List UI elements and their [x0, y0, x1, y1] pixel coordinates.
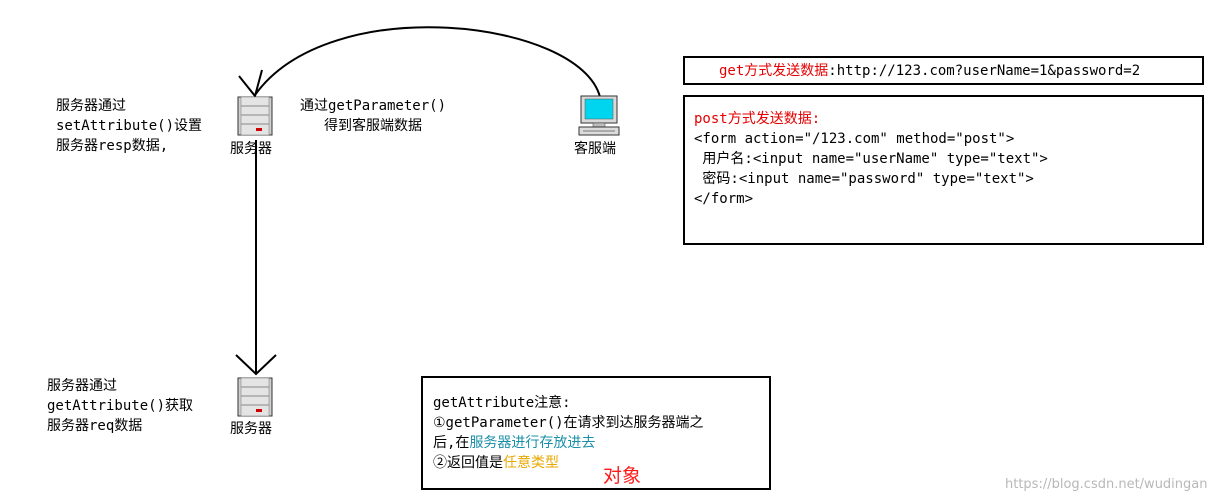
client-computer-icon: [578, 95, 620, 136]
curve-arrow-client-to-server: [254, 26, 601, 98]
server-bottom-icon: [237, 377, 273, 417]
server-top-label: 服务器: [230, 141, 272, 157]
curve-arrowhead: [238, 69, 263, 99]
note-line: 服务器通过: [56, 98, 126, 114]
post-method-title: post方式发送数据:: [694, 111, 821, 127]
note-line: 通过getParameter(): [300, 98, 447, 114]
notice-line-3: ②返回值是任意类型: [433, 453, 704, 473]
code-line: 密码:<input name="password" type="text">: [694, 171, 1034, 187]
note-line: 服务器req数据: [47, 418, 143, 434]
get-method-title: get方式发送数据: [719, 63, 829, 79]
notice-line-2: 后,在服务器进行存放进去: [433, 433, 704, 453]
notice-line-3-highlight: 任意类型: [503, 455, 559, 471]
get-attribute-note: 服务器通过 getAttribute()获取 服务器req数据: [47, 376, 193, 436]
get-method-box: get方式发送数据:http://123.com?userName=1&pass…: [683, 56, 1204, 85]
get-method-text: get方式发送数据:http://123.com?userName=1&pass…: [719, 61, 1140, 81]
note-line: 服务器resp数据,: [56, 138, 169, 154]
code-line: 用户名:<input name="userName" type="text">: [694, 151, 1048, 167]
notice-line-2-highlight: 服务器进行存放进去: [469, 435, 596, 451]
set-attribute-note: 服务器通过 setAttribute()设置 服务器resp数据,: [56, 96, 202, 156]
client-label: 客服端: [574, 141, 616, 157]
note-line: 服务器通过: [47, 378, 117, 394]
code-line: <form action="/123.com" method="post">: [694, 131, 1015, 147]
note-line: getAttribute()获取: [47, 398, 194, 414]
get-method-url: :http://123.com?userName=1&password=2: [828, 63, 1141, 79]
server-top-icon: [237, 96, 273, 136]
notice-title: getAttribute注意:: [433, 395, 571, 411]
note-line: 得到客服端数据: [324, 118, 422, 134]
notice-content: getAttribute注意: ①getParameter()在请求到达服务器端…: [433, 393, 704, 473]
post-method-box: post方式发送数据: <form action="/123.com" meth…: [683, 95, 1204, 245]
notice-line-1: ①getParameter()在请求到达服务器端之: [433, 415, 704, 431]
code-line: </form>: [694, 191, 754, 207]
notice-line-2-prefix: 后,在: [433, 435, 470, 451]
post-method-content: post方式发送数据: <form action="/123.com" meth…: [694, 109, 1048, 209]
object-annotation: 对象: [603, 465, 642, 487]
get-attribute-notice-box: getAttribute注意: ①getParameter()在请求到达服务器端…: [421, 376, 771, 490]
get-parameter-note: 通过getParameter() 得到客服端数据: [300, 96, 446, 136]
watermark: https://blog.csdn.net/wudingan: [1005, 477, 1208, 492]
notice-line-3-prefix: ②返回值是: [433, 455, 503, 471]
vertical-arrowhead: [235, 354, 277, 376]
note-line: setAttribute()设置: [56, 118, 203, 134]
server-bottom-label: 服务器: [230, 421, 272, 437]
